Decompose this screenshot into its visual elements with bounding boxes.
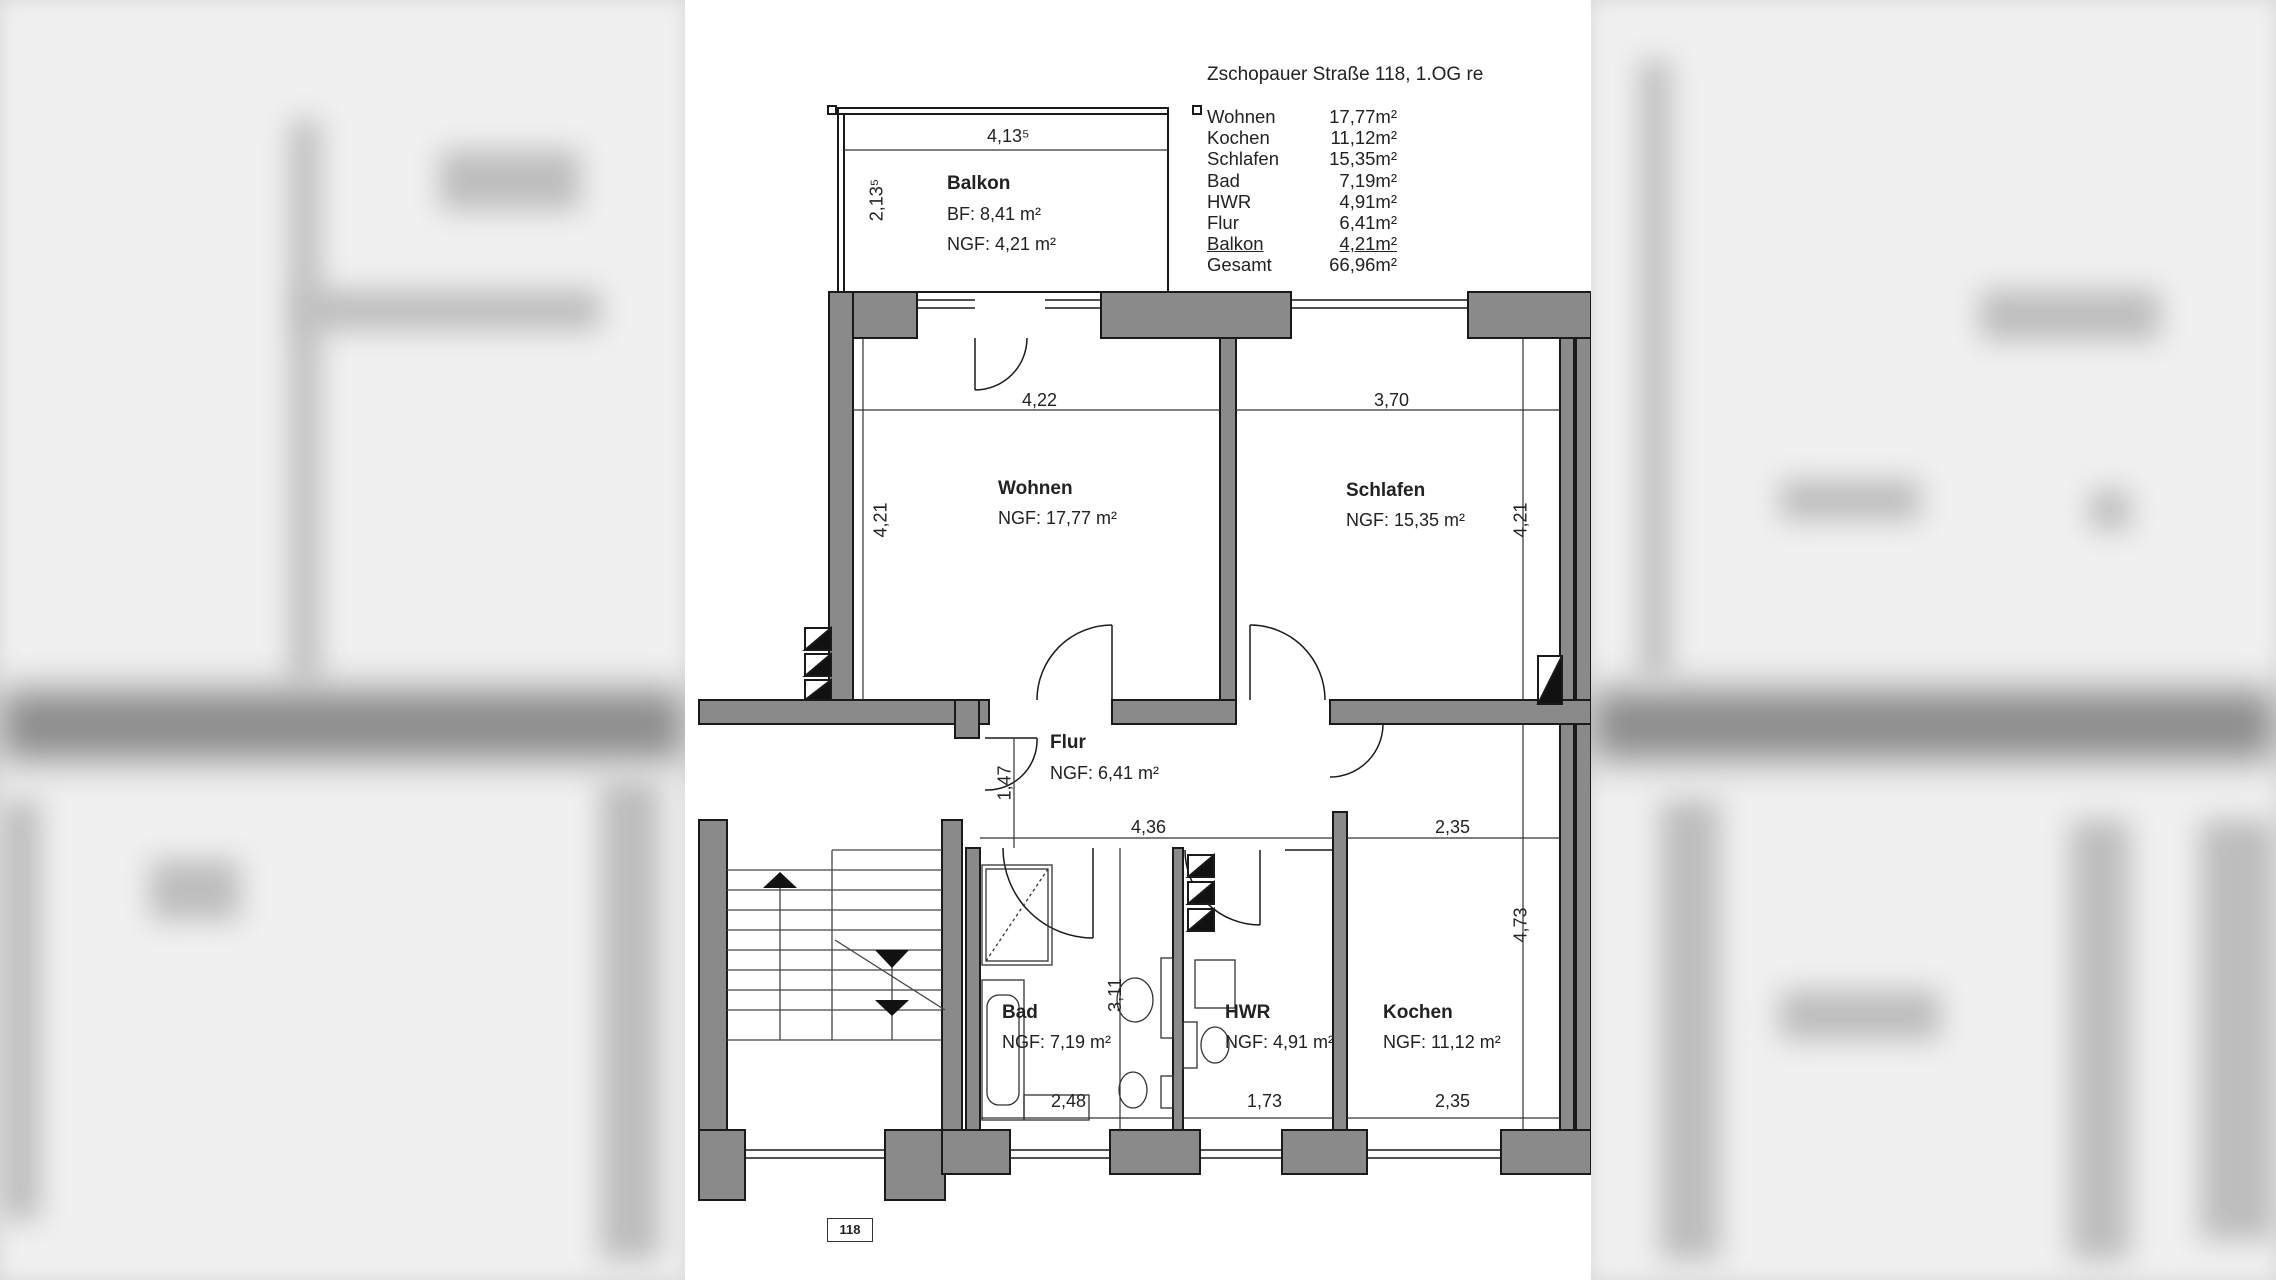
windows <box>745 299 1501 1159</box>
balcony-outline <box>827 105 1202 293</box>
wall <box>1281 1129 1368 1175</box>
wall <box>1109 1129 1201 1175</box>
room-name-kochen: Kochen <box>1383 1002 1453 1023</box>
room-name-wohnen: Wohnen <box>998 478 1073 499</box>
floor-plan-drawing <box>698 105 1591 1201</box>
room-ngf-kochen: NGF: 11,12 m² <box>1383 1032 1501 1052</box>
wall <box>1575 723 1591 1131</box>
wall <box>698 1129 746 1201</box>
wall <box>941 819 963 1131</box>
address-title: Zschopauer Straße 118, 1.OG re <box>1207 64 1484 85</box>
wall <box>884 1129 946 1201</box>
room-bf-balkon: BF: 8,41 m² <box>947 204 1042 224</box>
wall <box>828 291 854 701</box>
room-ngf-wohnen: NGF: 17,77 m² <box>998 508 1118 528</box>
wall <box>965 847 981 1131</box>
wall <box>1100 291 1292 339</box>
room-ngf-balkon: NGF: 4,21 m² <box>947 234 1057 254</box>
room-ngf-flur: NGF: 6,41 m² <box>1050 763 1160 783</box>
room-ngf-schlafen: NGF: 15,35 m² <box>1346 510 1466 530</box>
dim-balkon-depth: 2,13⁵ <box>866 178 887 222</box>
dim-wohnen-depth: 4,21 <box>870 502 891 538</box>
dim-hwr-width: 1,73 <box>1247 1091 1283 1111</box>
wall <box>1332 811 1348 1131</box>
house-number-label: 118 <box>827 1218 873 1242</box>
stair-arrows <box>763 872 909 1016</box>
dim-wohnen-width: 4,22 <box>1022 390 1058 410</box>
dim-flur-depth: 1,47 <box>994 765 1015 801</box>
wall <box>954 699 980 739</box>
dim-bad-depth: 3,11 <box>1104 978 1125 1012</box>
room-name-flur: Flur <box>1050 732 1086 753</box>
dim-schlafen-width: 3,70 <box>1374 390 1410 410</box>
bathroom-fixtures <box>981 864 1236 1121</box>
room-name-hwr: HWR <box>1225 1002 1271 1023</box>
dimension-lines <box>844 149 1560 1130</box>
dim-flur-width: 4,36 <box>1131 817 1167 837</box>
room-name-bad: Bad <box>1002 1002 1038 1023</box>
vent-shafts <box>802 625 1563 932</box>
wall <box>1172 847 1184 1131</box>
room-ngf-bad: NGF: 7,19 m² <box>1002 1032 1112 1052</box>
wall <box>1500 1129 1591 1175</box>
dim-balkon-width: 4,13⁵ <box>987 126 1030 146</box>
room-ngf-hwr: NGF: 4,91 m² <box>1225 1032 1335 1052</box>
room-name-schlafen: Schlafen <box>1346 480 1426 501</box>
dim-kochen-width-top: 2,35 <box>1435 817 1471 837</box>
room-name-balkon: Balkon <box>947 173 1011 194</box>
wall <box>941 1129 1011 1175</box>
dim-kochen-depth: 4,73 <box>1510 907 1531 943</box>
wall <box>1559 723 1575 1131</box>
dim-bad-width: 2,48 <box>1051 1091 1087 1111</box>
wall <box>1575 337 1591 719</box>
wall <box>1219 337 1237 721</box>
dim-schlafen-depth: 4,21 <box>1510 502 1531 538</box>
wall <box>1111 699 1237 725</box>
wall <box>698 699 990 725</box>
wall <box>1467 291 1591 339</box>
dim-kochen-width-bottom: 2,35 <box>1435 1091 1471 1111</box>
staircase <box>727 849 946 1041</box>
